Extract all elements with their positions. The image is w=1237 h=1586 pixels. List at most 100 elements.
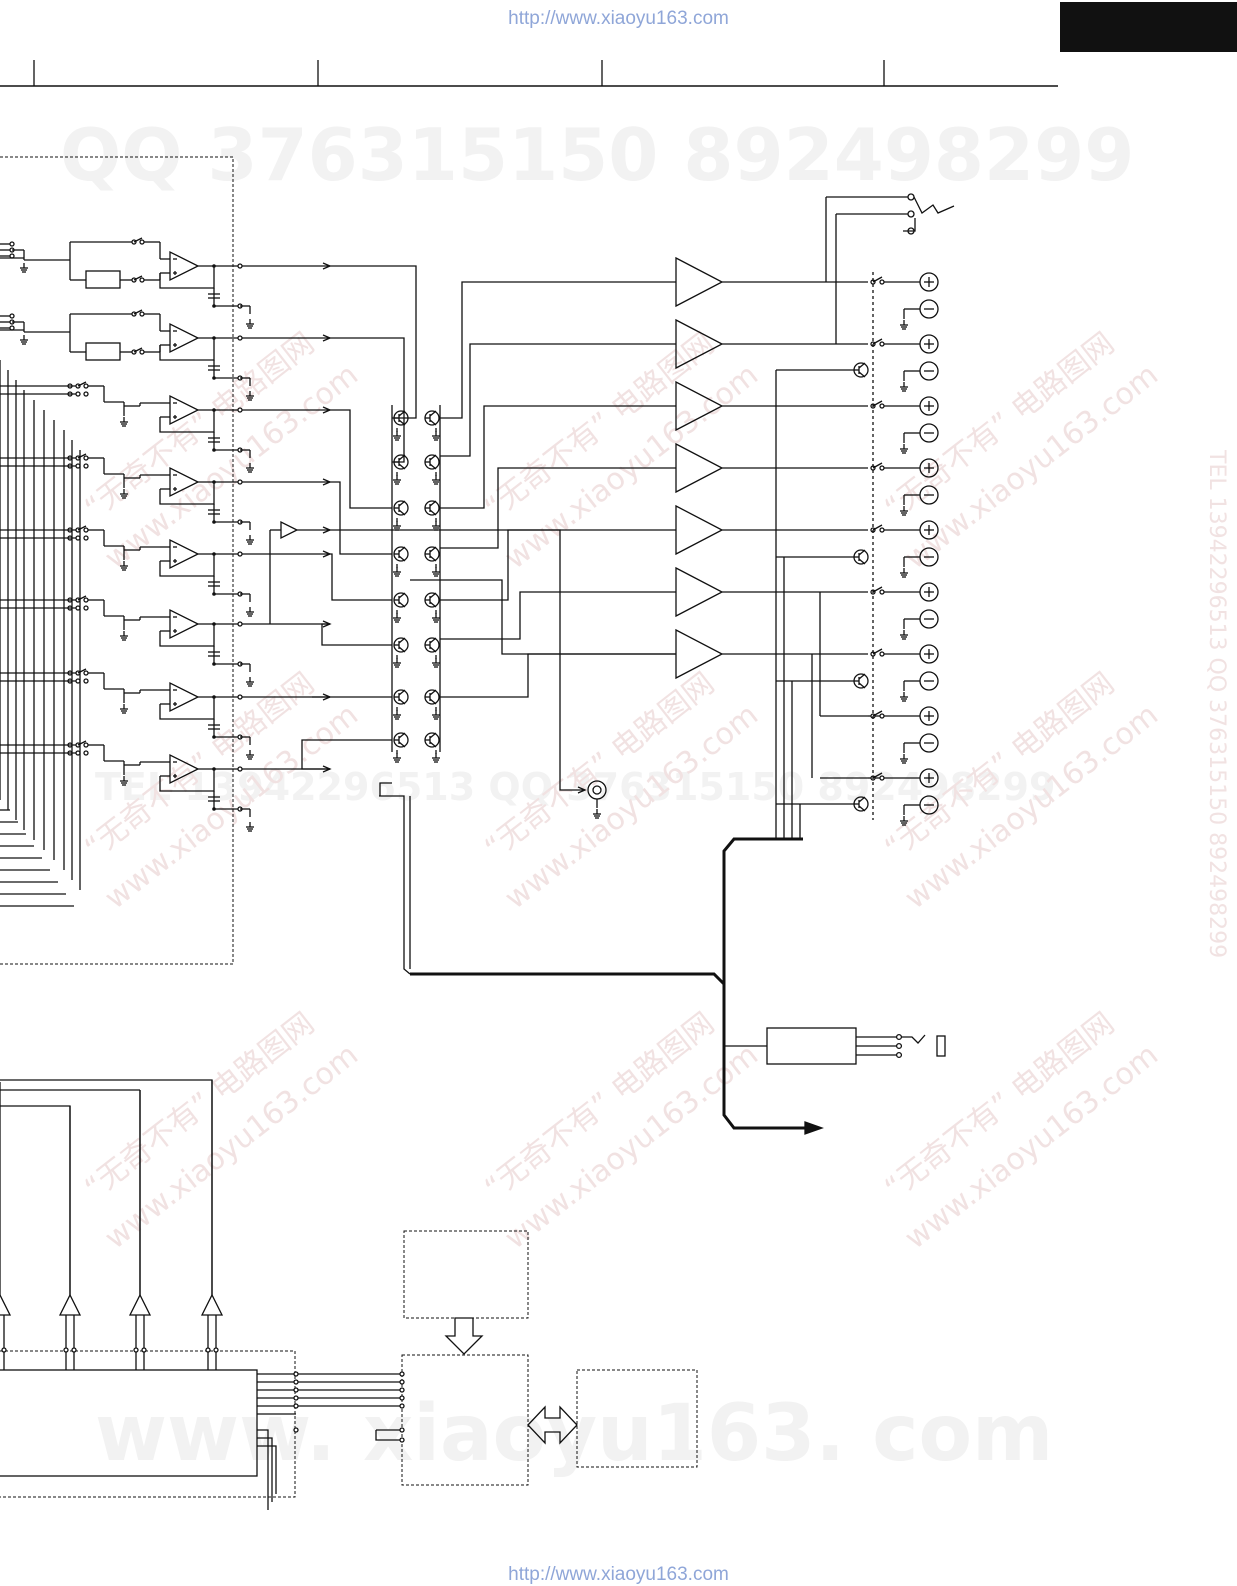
- speaker-terminal-8: [820, 706, 939, 764]
- ground-symbol: [246, 750, 254, 760]
- transistor-symbol: [424, 732, 440, 748]
- ground-symbol: [246, 677, 254, 687]
- ground-symbol: [900, 816, 908, 826]
- ground-symbol: [393, 521, 401, 531]
- page-tab-marker: [1060, 2, 1237, 52]
- headphone-amp: [766, 1027, 857, 1065]
- ground-symbol: [120, 776, 128, 786]
- ground-symbol: [900, 444, 908, 454]
- ground-symbol: [900, 754, 908, 764]
- ground-symbol: [20, 263, 28, 273]
- opamp-symbol: [169, 466, 200, 498]
- ground-symbol: [432, 431, 440, 441]
- transistor-symbol: [424, 546, 440, 562]
- transistor-symbol: [393, 592, 409, 608]
- ground-symbol: [120, 631, 128, 641]
- power-amp-4: [440, 442, 920, 549]
- transistor-symbol: [424, 454, 440, 470]
- watermark-side: TEL 13942296513 QQ 376315150 892498299: [1204, 449, 1229, 958]
- bidirectional-hollow-arrow: [527, 1405, 578, 1445]
- input-channel-2: [0, 309, 332, 401]
- watermark-qq: QQ 376315150 892498299: [60, 113, 1134, 197]
- transistor-symbol: [424, 500, 440, 516]
- down-hollow-arrow: [444, 1317, 484, 1355]
- ground-symbol: [432, 475, 440, 485]
- opamp-symbol: [169, 250, 200, 282]
- ground-symbol: [432, 710, 440, 720]
- ground-symbol: [393, 567, 401, 577]
- crosspoint-array: [269, 265, 607, 819]
- level-driver-1: [0, 1082, 12, 1370]
- transistor-symbol: [393, 689, 409, 705]
- speaker-terminal-6: [900, 582, 939, 640]
- input-channels: [0, 237, 332, 907]
- header-url[interactable]: http://www.xiaoyu163.com: [508, 8, 729, 29]
- tone-control-block: [85, 342, 121, 361]
- signal-arrow: [577, 786, 587, 794]
- power-amp-5: [440, 504, 920, 601]
- ground-symbol: [20, 335, 28, 345]
- page-ruler: [0, 60, 1058, 87]
- ground-symbol: [900, 630, 908, 640]
- ground-symbol: [432, 521, 440, 531]
- ground-symbol: [900, 320, 908, 330]
- speaker-terminal-3: [900, 396, 939, 454]
- ground-symbol: [593, 809, 601, 819]
- transistor-symbol: [393, 500, 409, 516]
- input-channel-5: [0, 525, 332, 617]
- ground-symbol: [432, 567, 440, 577]
- speaker-terminal-7: [900, 644, 939, 702]
- transistor-symbol: [424, 689, 440, 705]
- remote-interface-block: [576, 1369, 698, 1468]
- bus-arrow-head: [804, 1121, 824, 1135]
- microcontroller-block: [401, 1354, 529, 1486]
- speaker-terminal-1: [900, 272, 939, 330]
- control-section: [0, 1079, 405, 1510]
- ground-symbol: [246, 391, 254, 401]
- power-amp-1: [440, 256, 920, 419]
- main-bus: [410, 837, 815, 1130]
- ground-symbol: [393, 658, 401, 668]
- ground-symbol: [900, 506, 908, 516]
- control-ic-block: [0, 1369, 258, 1477]
- power-amp-3: [440, 380, 920, 509]
- ground-symbol: [120, 489, 128, 499]
- speaker-terminal-2: [900, 334, 939, 392]
- speaker-terminal-4: [900, 458, 939, 516]
- input-channel-3: [0, 381, 332, 473]
- speaker-terminals: [776, 272, 939, 826]
- speaker-terminal-9: [820, 768, 939, 826]
- ground-symbol: [120, 561, 128, 571]
- transistor-symbol: [853, 362, 869, 378]
- ground-symbol: [432, 753, 440, 763]
- ground-symbol: [246, 822, 254, 832]
- ground-symbol: [120, 704, 128, 714]
- headphone-jack: [856, 1033, 946, 1059]
- transistor-symbol: [393, 732, 409, 748]
- ground-symbol: [432, 613, 440, 623]
- opamp-symbol: [169, 681, 200, 713]
- ground-symbol: [246, 607, 254, 617]
- mono-buffer: [269, 520, 607, 819]
- speaker-ab-switch: [825, 193, 955, 344]
- power-amp-section: [379, 256, 920, 796]
- control-wire: [0, 1079, 213, 1295]
- opamp-symbol: [169, 538, 200, 570]
- opamp-symbol: [169, 608, 200, 640]
- control-wire: [0, 1105, 71, 1295]
- watermark-tel: TEL 13942296513 QQ 376315150 892498299: [95, 765, 1055, 809]
- power-amp-6: [440, 566, 920, 640]
- ground-symbol: [120, 417, 128, 427]
- footer-url[interactable]: http://www.xiaoyu163.com: [508, 1564, 729, 1585]
- ground-symbol: [393, 431, 401, 441]
- input-board-outline: [0, 156, 234, 965]
- ground-symbol: [246, 463, 254, 473]
- ground-symbol: [900, 568, 908, 578]
- transistor-symbol: [393, 637, 409, 653]
- ground-symbol: [393, 475, 401, 485]
- ground-symbol: [900, 382, 908, 392]
- watermark-site: www. xiaoyu163. com: [95, 1389, 1053, 1479]
- ground-symbol: [246, 319, 254, 329]
- ground-symbol: [393, 710, 401, 720]
